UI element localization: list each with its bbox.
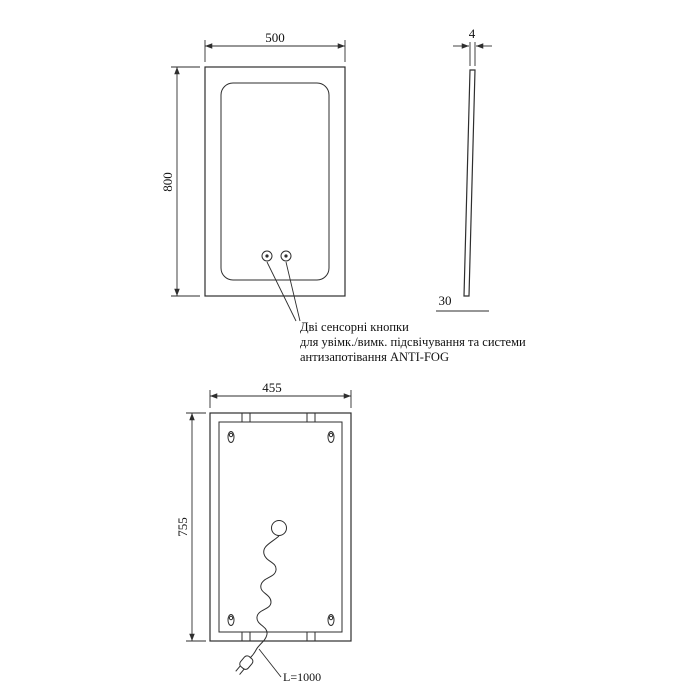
power-cord [249, 535, 280, 659]
cable-leader-line [258, 648, 282, 678]
side-depth-dimension: 30 [436, 293, 489, 312]
rear-height-dimension: 755 [175, 412, 206, 642]
cable-length-label: L=1000 [283, 670, 321, 684]
mounting-tab [306, 631, 316, 642]
side-depth-label: 30 [439, 293, 452, 308]
plug-prong [239, 668, 245, 675]
rear-frame-outline [209, 412, 352, 642]
touch-button-right-ring [280, 250, 292, 262]
rear-width-label: 455 [262, 380, 282, 395]
slot-hole [328, 615, 334, 621]
side-thickness-dimension: 4 [453, 26, 492, 66]
button-leader-line [266, 261, 297, 322]
plug-prong [235, 665, 241, 672]
slot-hole [228, 615, 234, 621]
slot-hole [328, 432, 334, 438]
mounting-tab [241, 631, 251, 642]
mounting-slot [227, 614, 235, 626]
front-height-dimension: 800 [160, 66, 200, 297]
side-thickness-label: 4 [469, 26, 476, 41]
slot-outline [327, 614, 335, 626]
cable-gland [271, 520, 287, 536]
plug-body [239, 655, 254, 670]
slot-hole [228, 432, 234, 438]
touch-button-left [261, 250, 273, 262]
touch-button-left-ring [261, 250, 273, 262]
mounting-tab [306, 412, 316, 423]
mounting-slot [227, 431, 235, 443]
note-line-2: для увімк./вимк. підсвічування та систем… [300, 335, 526, 349]
note-line-3: антизапотівання ANTI-FOG [300, 350, 449, 364]
mounting-tab [241, 412, 251, 423]
mounting-slot [327, 614, 335, 626]
touch-buttons-note: Дві сенсорні кнопки для увімк./вимк. під… [300, 320, 526, 364]
button-leader-line [285, 261, 301, 322]
mounting-slot [327, 431, 335, 443]
rear-height-label: 755 [175, 517, 190, 537]
power-plug-icon [235, 655, 254, 675]
note-line-1: Дві сенсорні кнопки [300, 320, 409, 334]
slot-outline [227, 431, 235, 443]
touch-button-left-dot [265, 254, 269, 258]
front-led-contour [220, 82, 330, 281]
front-width-label: 500 [265, 30, 285, 45]
rear-width-dimension: 455 [209, 380, 352, 408]
front-view: 500 800 [160, 30, 346, 322]
front-width-dimension: 500 [204, 30, 346, 62]
touch-button-right [280, 250, 292, 262]
side-view: 4 30 [436, 26, 492, 312]
touch-button-right-dot [284, 254, 288, 258]
front-height-label: 800 [160, 172, 175, 192]
slot-outline [327, 431, 335, 443]
rear-inner-panel [218, 421, 343, 633]
slot-outline [227, 614, 235, 626]
front-mirror-outline [204, 66, 346, 297]
side-profile-outline [463, 69, 476, 297]
rear-view: L=1000 455 755 [175, 380, 352, 684]
